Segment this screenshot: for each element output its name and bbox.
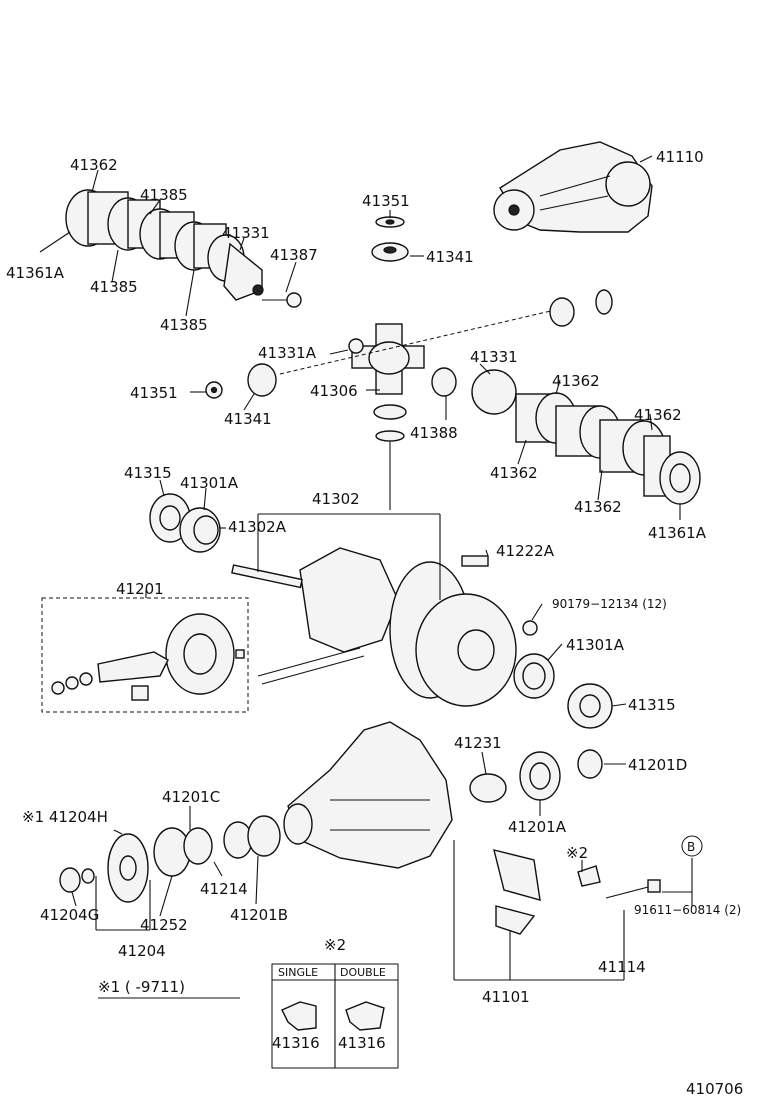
label-note2-b: ※2 (324, 936, 346, 954)
label-41341-a: 41341 (426, 248, 474, 266)
differential-case-41302 (231, 513, 613, 729)
label-41362-c: 41362 (634, 406, 682, 424)
label-41351-b: 41351 (130, 384, 178, 402)
label-91611: 91611−60814 (2) (634, 903, 741, 917)
circle-b-marker (681, 835, 703, 857)
label-41231: 41231 (454, 734, 502, 752)
differential-spider-41306 (205, 289, 613, 510)
label-41316-b: 41316 (338, 1034, 386, 1052)
label-41388: 41388 (410, 424, 458, 442)
label-41362-b: 41362 (552, 372, 600, 390)
label-41315-b: 41315 (628, 696, 676, 714)
variant-table (271, 963, 399, 1069)
gear-kit-right (431, 367, 701, 505)
label-41222A: 41222A (496, 542, 555, 560)
label-41302A: 41302A (228, 518, 287, 536)
label-41362-e: 41362 (574, 498, 622, 516)
label-41204H: ※1 41204H (22, 808, 108, 826)
label-41331A: 41331A (258, 344, 317, 362)
label-90179: 90179−12134 (12) (552, 597, 667, 611)
label-41315-a: 41315 (124, 464, 172, 482)
label-41204: 41204 (118, 942, 166, 960)
label-41302: 41302 (312, 490, 360, 508)
carrier-housing-41110 (493, 141, 653, 233)
label-41101: 41101 (482, 988, 530, 1006)
diagram-reference-number: 410706 (686, 1080, 743, 1098)
label-41387: 41387 (270, 246, 318, 264)
table-header-double: DOUBLE (340, 966, 386, 979)
label-41301A-a: 41301A (180, 474, 239, 492)
label-41204G: 41204G (40, 906, 99, 924)
label-41201B: 41201B (230, 906, 288, 924)
label-41316-a: 41316 (272, 1034, 320, 1052)
label-circle-b: B (687, 840, 695, 854)
label-41306: 41306 (310, 382, 358, 400)
part-number-labels: 41362 41385 41331 41387 41361A 41385 413… (6, 148, 743, 1098)
label-41385-a: 41385 (140, 186, 188, 204)
label-note1: ※1 ( -9711) (98, 978, 185, 996)
leader-lines (39, 155, 693, 999)
label-41385-c: 41385 (160, 316, 208, 334)
label-41110: 41110 (656, 148, 704, 166)
companion-flange-set (59, 815, 281, 903)
label-note2-a: ※2 (566, 844, 588, 862)
label-41331-a: 41331 (222, 224, 270, 242)
label-41201: 41201 (116, 580, 164, 598)
axle-housing-41101 (283, 721, 661, 981)
bearing-left (149, 493, 221, 553)
ring-pinion-set-41201 (41, 597, 249, 713)
table-header-single: SINGLE (278, 966, 318, 979)
label-41351-a: 41351 (362, 192, 410, 210)
side-gear-top (371, 216, 409, 262)
label-41201C: 41201C (162, 788, 220, 806)
label-41252: 41252 (140, 916, 188, 934)
label-41341-b: 41341 (224, 410, 272, 428)
label-41362-d: 41362 (490, 464, 538, 482)
label-41201D: 41201D (628, 756, 687, 774)
label-41385-b: 41385 (90, 278, 138, 296)
label-41331-b: 41331 (470, 348, 518, 366)
label-41201A: 41201A (508, 818, 567, 836)
label-41301A-b: 41301A (566, 636, 625, 654)
label-41361A-b: 41361A (648, 524, 707, 542)
label-41361A-a: 41361A (6, 264, 65, 282)
label-41214: 41214 (200, 880, 248, 898)
label-41362-a: 41362 (70, 156, 118, 174)
label-41114: 41114 (598, 958, 646, 976)
